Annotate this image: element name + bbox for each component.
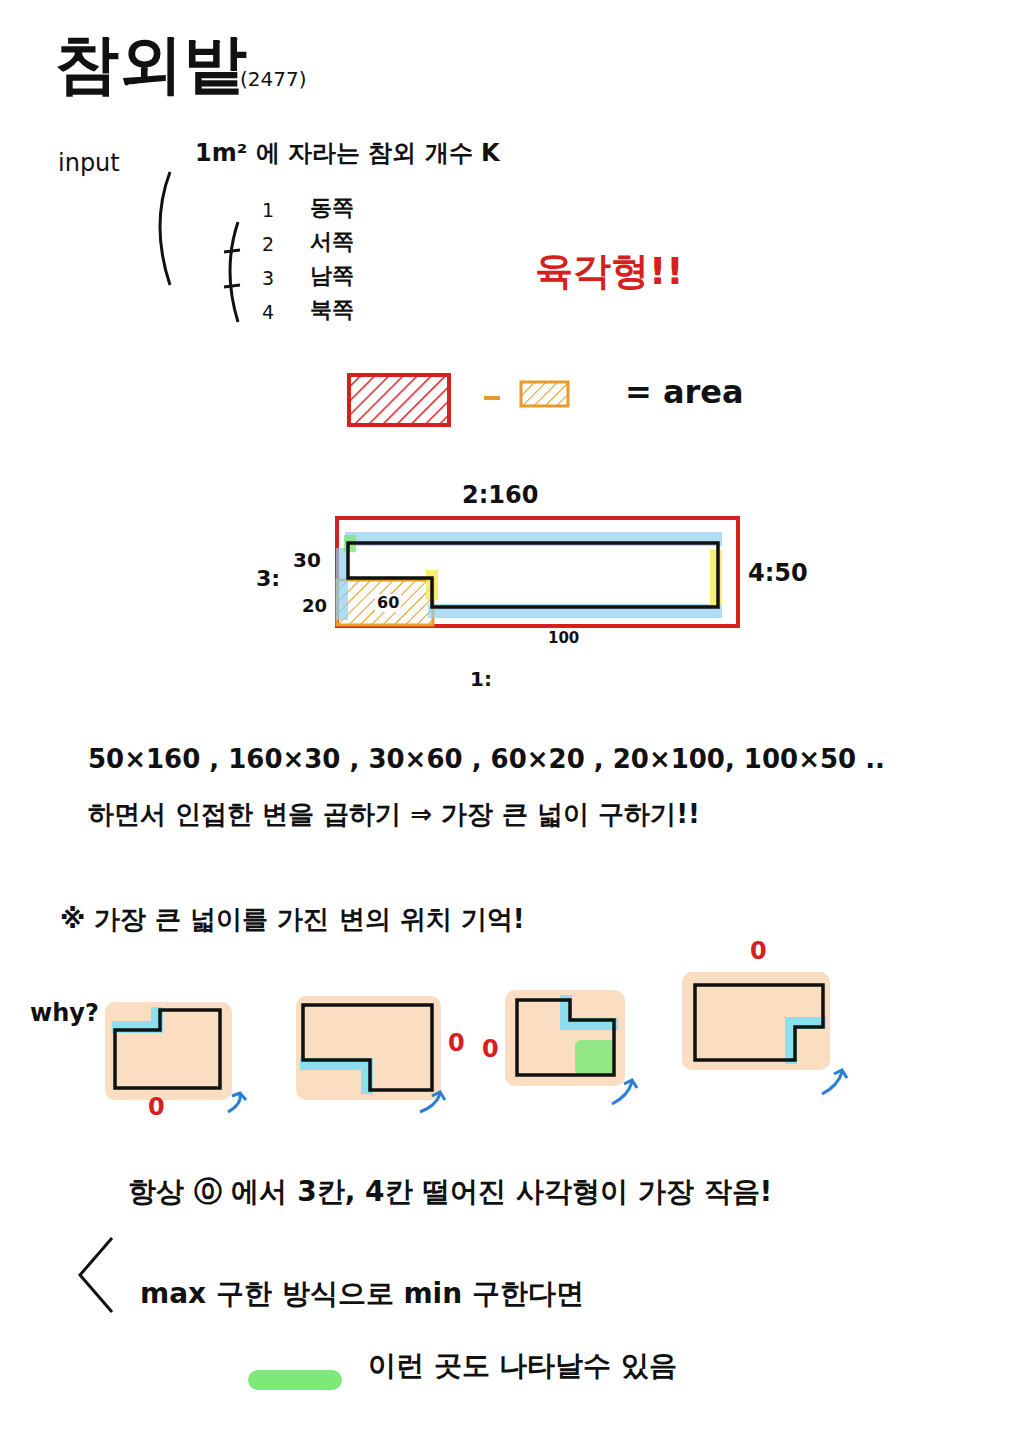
dimension-label: 60 — [375, 594, 401, 612]
product-list: 50×160 , 160×30 , 30×60 , 60×20 , 20×100… — [88, 745, 885, 775]
formula-text: = area — [625, 374, 744, 411]
legend-text: 이런 곳도 나타날수 있음 — [368, 1350, 677, 1382]
direction-number: 3 — [262, 268, 274, 290]
note-text: 항상 ⓪ 에서 3칸, 4칸 떨어진 사각형이 가장 작음! — [128, 1176, 772, 1208]
dimension-label: 30 — [293, 549, 321, 572]
dimension-label: 100 — [548, 630, 579, 647]
direction-name: 북쪽 — [310, 297, 354, 322]
direction-name: 동쪽 — [310, 195, 354, 220]
direction-number: 1 — [262, 200, 274, 222]
note-text: 하면서 인접한 변을 곱하기 ⇒ 가장 큰 넓이 구하기!! — [88, 800, 700, 830]
legend-swatch — [248, 1370, 342, 1390]
dimension-label: 3: — [256, 566, 280, 591]
callout-number: 0 — [750, 938, 767, 966]
section-label: input — [58, 150, 120, 178]
callout-number: 0 — [448, 1030, 465, 1058]
direction-name: 서쪽 — [310, 229, 354, 254]
input-note: 1m² 에 자라는 참외 개수 K — [195, 140, 500, 168]
dimension-label: 4:50 — [748, 560, 808, 588]
problem-number: (2477) — [240, 68, 307, 91]
note-text: ※ 가장 큰 넓이를 가진 변의 위치 기억! — [60, 905, 525, 935]
dimension-label: 2:160 — [462, 482, 538, 510]
direction-name: 남쪽 — [310, 263, 354, 288]
callout-number: 0 — [148, 1094, 165, 1122]
page-title: 참외밭 — [55, 28, 247, 102]
direction-number: 2 — [262, 234, 274, 256]
note-text: max 구한 방식으로 min 구한다면 — [140, 1278, 584, 1310]
dimension-label: 20 — [302, 596, 327, 617]
dimension-label: 1: — [470, 668, 492, 691]
direction-number: 4 — [262, 302, 274, 324]
callout-number: 0 — [482, 1036, 499, 1064]
highlight-note: 육각형!! — [535, 250, 684, 294]
question-label: why? — [30, 1000, 99, 1028]
